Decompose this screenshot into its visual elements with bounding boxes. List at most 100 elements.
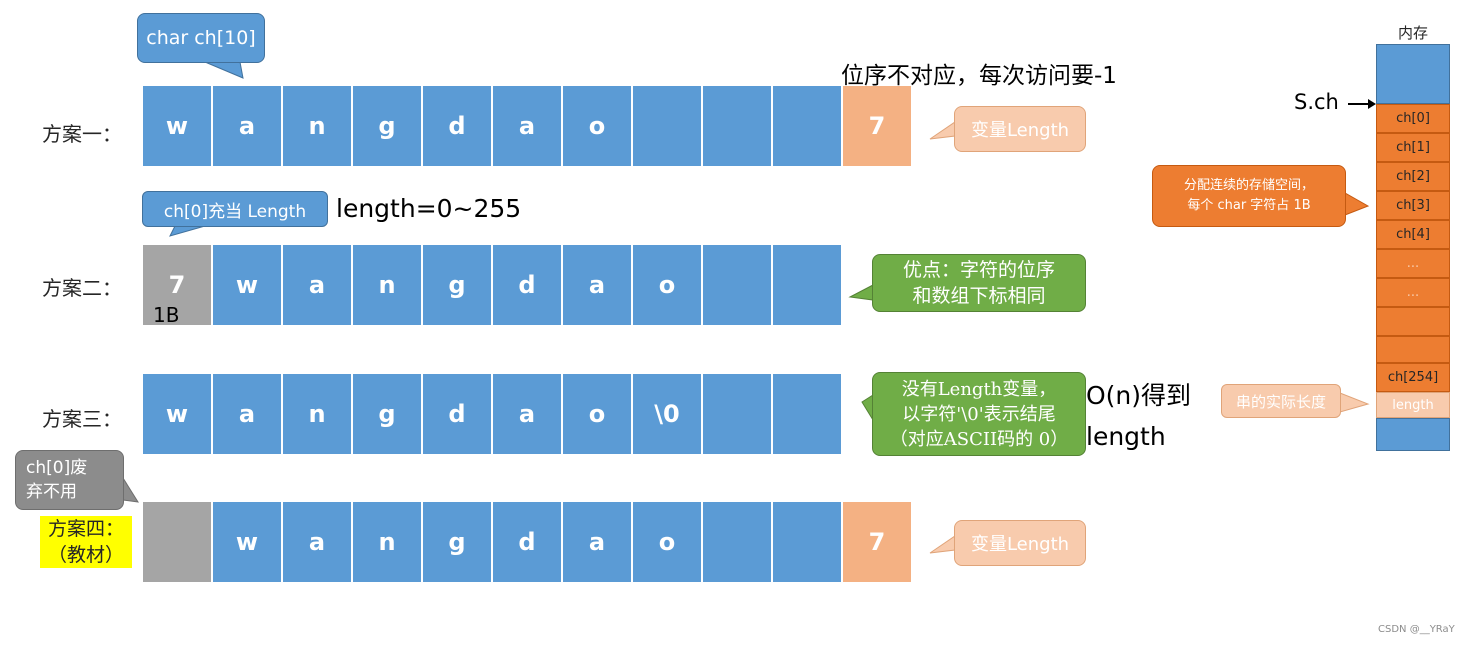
actual-length-text: 串的实际长度 bbox=[1235, 392, 1326, 411]
row1-cell bbox=[633, 86, 701, 166]
row1-cell: a bbox=[213, 86, 281, 166]
row4-unused-cell bbox=[143, 502, 211, 582]
row4-cell: a bbox=[283, 502, 351, 582]
row1-cell: d bbox=[423, 86, 491, 166]
row4-label-line1: 方案四： bbox=[47, 518, 124, 540]
char-decl-tail bbox=[204, 61, 244, 79]
on-note-line1: O(n)得到 bbox=[1086, 381, 1192, 410]
row1-cell bbox=[703, 86, 771, 166]
alloc-line1: 分配连续的存储空间， bbox=[1183, 178, 1314, 193]
memory-cell-ellipsis: ... bbox=[1376, 278, 1450, 307]
row1-cell: o bbox=[563, 86, 631, 166]
memory-cell-empty-2 bbox=[1376, 336, 1450, 363]
row2-cell: a bbox=[563, 245, 631, 325]
row3-cell: d bbox=[423, 374, 491, 454]
row1-length-cell: 7 bbox=[843, 86, 911, 166]
memory-cell-ch3: ch[3] bbox=[1376, 191, 1450, 220]
row4-cell: n bbox=[353, 502, 421, 582]
advantage-tail bbox=[848, 284, 874, 301]
memory-cell-empty bbox=[1376, 307, 1450, 336]
row1-cell: a bbox=[493, 86, 561, 166]
memory-title: 内存 bbox=[1397, 24, 1428, 42]
var-length-1-text: 变量Length bbox=[970, 120, 1070, 141]
memory-top-block bbox=[1376, 44, 1450, 104]
pointer-label: S.ch bbox=[1294, 90, 1339, 114]
ch0-length-callout: ch[0]充当 Length bbox=[142, 191, 328, 227]
row4-cell: w bbox=[213, 502, 281, 582]
row1-cell: g bbox=[353, 86, 421, 166]
alloc-tail bbox=[1344, 192, 1370, 216]
row4-array: w a n g d a o 7 bbox=[143, 502, 911, 582]
row3-cell: o bbox=[563, 374, 631, 454]
alloc-callout: 分配连续的存储空间， 每个 char 字符占 1B bbox=[1152, 165, 1346, 227]
row3-cell: a bbox=[213, 374, 281, 454]
row4-cell: o bbox=[633, 502, 701, 582]
row3-array: w a n g d a o \0 bbox=[143, 374, 841, 454]
row4-cell bbox=[703, 502, 771, 582]
memory-cell-ch4: ch[4] bbox=[1376, 220, 1450, 249]
size-note: 1B bbox=[153, 303, 180, 327]
memory-bottom-block bbox=[1376, 418, 1450, 451]
ch0-discard-tail bbox=[122, 476, 139, 503]
advantage-line2: 和数组下标相同 bbox=[912, 285, 1046, 307]
row1-label: 方案一： bbox=[42, 122, 122, 146]
row3-cell bbox=[773, 374, 841, 454]
no-length-line1: 没有Length变量， bbox=[901, 378, 1057, 400]
advantage-line1: 优点：字符的位序 bbox=[902, 259, 1055, 281]
row1-array: w a n g d a o 7 bbox=[143, 86, 911, 166]
row4-cell: g bbox=[423, 502, 491, 582]
ch0-discard-line1: ch[0]废 bbox=[26, 458, 88, 478]
row2-cell: o bbox=[633, 245, 701, 325]
row1-cell: n bbox=[283, 86, 351, 166]
row4-length-cell: 7 bbox=[843, 502, 911, 582]
row2-length-cell: 7 bbox=[143, 245, 211, 325]
row3-cell: w bbox=[143, 374, 211, 454]
alloc-line2: 每个 char 字符占 1B bbox=[1187, 198, 1311, 213]
ch0-discard-callout: ch[0]废 弃不用 bbox=[15, 450, 124, 510]
row3-cell: a bbox=[493, 374, 561, 454]
row1-cell: w bbox=[143, 86, 211, 166]
ch0-length-text: ch[0]充当 Length bbox=[163, 201, 307, 222]
length-range-note: length=0~255 bbox=[336, 194, 522, 223]
advantage-callout: 优点：字符的位序 和数组下标相同 bbox=[872, 254, 1086, 312]
row3-cell bbox=[703, 374, 771, 454]
memory-cell-ch254: ch[254] bbox=[1376, 363, 1450, 392]
row2-cell: n bbox=[353, 245, 421, 325]
memory-cell-ch0: ch[0] bbox=[1376, 104, 1450, 133]
row3-null-terminator: \0 bbox=[633, 374, 701, 454]
row2-label: 方案二： bbox=[42, 276, 122, 300]
row2-cell: w bbox=[213, 245, 281, 325]
var-length-4-text: 变量Length bbox=[970, 534, 1070, 555]
csdn-watermark: CSDN @__YRaY bbox=[1378, 624, 1455, 635]
var-length-callout-4: 变量Length bbox=[954, 520, 1086, 566]
row3-cell: n bbox=[283, 374, 351, 454]
char-decl-callout: char ch[10] bbox=[137, 13, 265, 63]
row2-array: 7 w a n g d a o bbox=[143, 245, 841, 325]
char-decl-text: char ch[10] bbox=[146, 27, 256, 49]
memory-cell-length: length bbox=[1376, 392, 1450, 418]
row2-cell: d bbox=[493, 245, 561, 325]
var-length-callout-1: 变量Length bbox=[954, 106, 1086, 152]
ch0-discard-line2: 弃不用 bbox=[26, 482, 77, 502]
pointer-arrow-head bbox=[1368, 99, 1376, 109]
no-length-line3: （对应ASCII码的 0） bbox=[889, 428, 1069, 450]
row4-cell: a bbox=[563, 502, 631, 582]
var-length-4-tail bbox=[929, 535, 956, 554]
row1-cell bbox=[773, 86, 841, 166]
memory-cell-ch1: ch[1] bbox=[1376, 133, 1450, 162]
ch0-length-tail bbox=[169, 225, 206, 237]
row4-label-line2: （教材） bbox=[47, 544, 124, 566]
row2-cell bbox=[703, 245, 771, 325]
no-length-line2: 以字符'\0'表示结尾 bbox=[902, 403, 1056, 425]
no-length-callout: 没有Length变量， 以字符'\0'表示结尾 （对应ASCII码的 0） bbox=[872, 372, 1086, 456]
row3-label: 方案三： bbox=[42, 407, 122, 431]
order-mismatch-note: 位序不对应，每次访问要-1 bbox=[841, 63, 1117, 89]
var-length-1-tail bbox=[929, 121, 956, 140]
row4-cell bbox=[773, 502, 841, 582]
memory-cell-ellipsis: ... bbox=[1376, 249, 1450, 278]
row2-cell: a bbox=[283, 245, 351, 325]
actual-length-callout: 串的实际长度 bbox=[1221, 384, 1341, 418]
row3-cell: g bbox=[353, 374, 421, 454]
memory-cell-ch2: ch[2] bbox=[1376, 162, 1450, 191]
